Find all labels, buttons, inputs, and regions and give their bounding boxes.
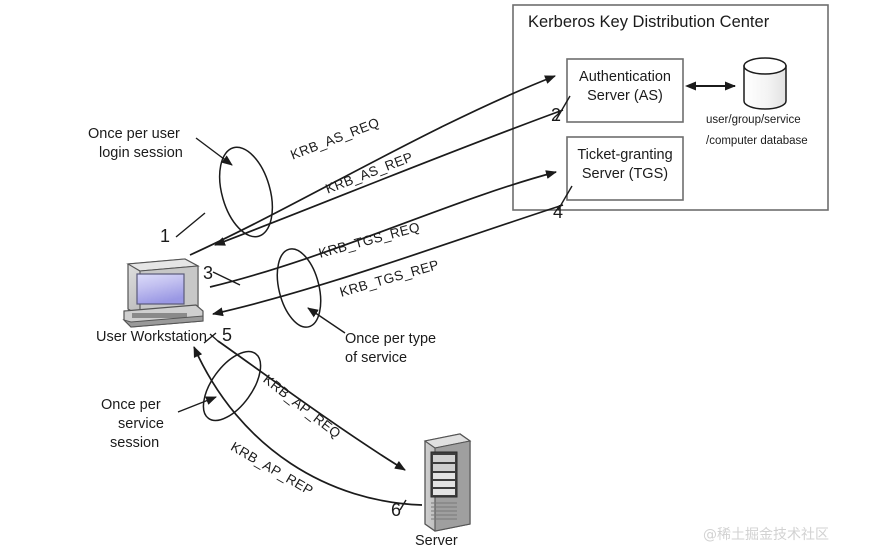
user-workstation-label: User Workstation <box>96 329 207 345</box>
server-tower-icon <box>423 433 472 532</box>
kdc-title: Kerberos Key Distribution Center <box>528 13 770 31</box>
annotation-once-per-user-login-line2: login session <box>99 145 183 161</box>
step-number-3: 3 <box>203 263 214 283</box>
annotation-once-per-service-session-line1: Once per <box>101 397 161 413</box>
service-type-leader-line <box>307 307 346 334</box>
step-number-5: 5 <box>222 325 233 345</box>
database-label-line1: user/group/service <box>706 114 801 126</box>
service-type-grouping-ellipse <box>276 248 322 328</box>
database-label-line2: /computer database <box>706 135 808 147</box>
step-number-1: 1 <box>160 226 171 246</box>
server-label: Server <box>415 533 458 549</box>
authentication-server-label-line1: Authentication <box>579 69 671 85</box>
authentication-server-label-line2: Server (AS) <box>587 88 663 104</box>
krb-as-rep-arrow <box>214 109 564 246</box>
step-number-2: 2 <box>551 105 562 125</box>
krb-tgs-req-arrow <box>209 170 557 288</box>
watermark-text: @稀土掘金技术社区 <box>703 527 829 543</box>
login-session-leader-line <box>195 137 233 166</box>
step-number-4: 4 <box>553 202 564 222</box>
database-cylinder-icon <box>743 57 787 110</box>
login-session-grouping-ellipse <box>218 146 274 238</box>
step-leader-ticks <box>175 95 573 511</box>
authentication-server-box <box>566 58 684 123</box>
service-session-grouping-ellipse <box>202 350 262 422</box>
krb-as-req-arrow <box>189 75 556 256</box>
ticket-granting-server-box <box>566 136 684 201</box>
annotation-once-per-service-session-line2: service <box>118 416 164 432</box>
annotation-once-per-service-session-line3: session <box>110 435 160 451</box>
annotation-once-per-type-of-service-line1: Once per type <box>345 331 437 347</box>
ticket-granting-server-label-line1: Ticket-granting <box>577 147 673 163</box>
krb-tgs-rep-arrow <box>212 204 564 317</box>
annotation-once-per-type-of-service-line2: of service <box>345 350 408 366</box>
annotation-once-per-user-login-line1: Once per user <box>88 126 180 142</box>
workstation-label-tick <box>209 333 220 343</box>
step-number-6: 6 <box>391 500 402 520</box>
krb-ap-rep-arrow <box>193 346 423 506</box>
service-session-leader-line <box>177 396 217 413</box>
desktop-computer-icon <box>122 258 204 328</box>
ticket-granting-server-label-line2: Server (TGS) <box>581 166 669 182</box>
krb-ap-req-arrow <box>217 340 406 471</box>
